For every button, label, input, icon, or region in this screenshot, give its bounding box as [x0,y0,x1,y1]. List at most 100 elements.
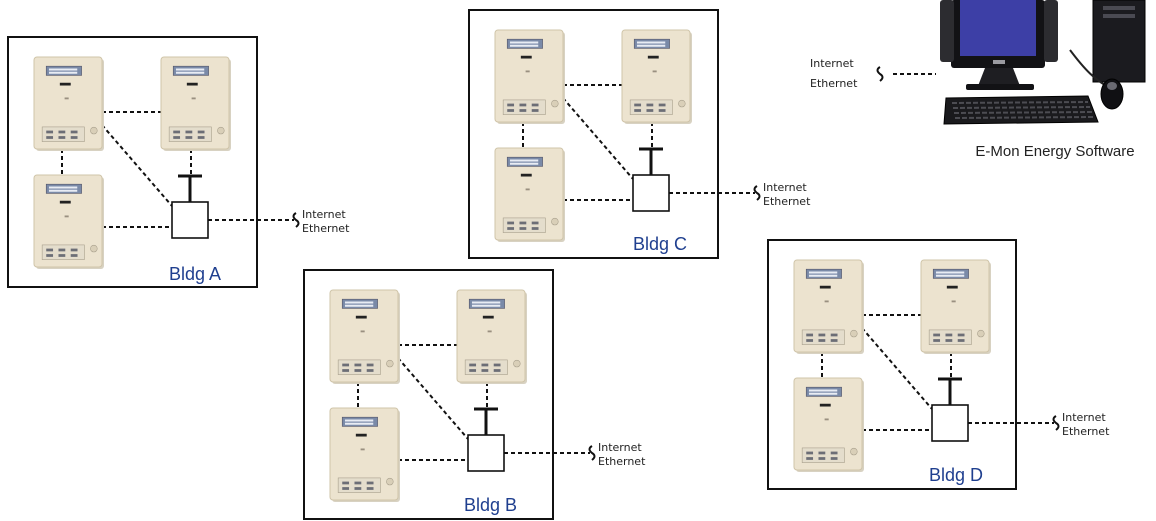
meter-terminal [933,339,941,342]
meter-terminal [354,487,362,490]
meter-knob [551,217,559,226]
meter-terminal [806,451,814,455]
meter-terminal [58,136,66,139]
meter-terminal [957,333,965,337]
link-label-top: Internet [598,441,642,454]
computer-tower [1092,0,1146,83]
dashed-connection [562,97,634,180]
meter-terminal [366,487,374,490]
meter-knob [386,359,394,368]
meter-mark [824,418,829,421]
building-frame [303,269,554,520]
gateway-box-icon [632,147,670,212]
meter-terminal [818,333,826,337]
meter-terminal [519,103,527,107]
meter-slot [355,433,367,437]
meter-knob [90,126,98,135]
meter-slot [186,82,198,86]
meter-display-text [344,301,374,304]
meter-body [793,377,863,471]
link-label-bottom: Ethernet [598,455,646,468]
meter-terminal [806,339,814,342]
building-label: Bldg C [633,234,687,254]
meter-terminal [519,221,527,225]
meter-terminal [70,130,78,134]
monitor-speaker-left [940,0,954,62]
meter-knob [90,244,98,253]
meter-mark [487,330,492,333]
meter-display [468,298,505,309]
meter-display [932,268,969,279]
meter-terminal [185,130,193,134]
meter-slot [482,315,494,319]
meter-display-text [808,271,838,274]
meter-terminal-panel [41,244,85,260]
meter-display [805,268,842,279]
energy-meter-icon [920,259,991,354]
meter-display [45,183,82,194]
meter-display [341,298,378,309]
meter-display-text [509,41,539,44]
meter-terminal [354,369,362,372]
meter-terminal [818,451,826,455]
meter-terminal [46,248,54,252]
meter-display-text [344,304,374,307]
meter-slot [819,285,831,289]
meter-terminal-panel [928,329,972,345]
mouse [1100,78,1124,110]
meter-knob [678,99,686,108]
meter-knob [386,477,394,486]
meter-body [494,147,564,241]
meter-display-text [636,44,666,47]
meter-slot [355,315,367,319]
meter-terminal [933,333,941,337]
energy-meter-icon [329,289,400,384]
meter-terminal-panel [801,329,845,345]
meter-display-text [509,162,539,165]
meter-terminal-panel [168,126,212,142]
building-frame [7,36,258,288]
meter-body [920,259,990,353]
meter-terminal [818,457,826,460]
desktop-computer-icon [940,0,1146,125]
meter-body [160,56,230,150]
gateway-box-icon [171,174,209,239]
meter-terminal [531,109,539,112]
meter-terminal [366,369,374,372]
meter-display-text [808,389,838,392]
meter-display-text [636,41,666,44]
meter-terminal [173,130,181,134]
squiggle-link-icon [292,212,300,228]
meter-display-text [175,71,205,74]
meter-mark [64,97,69,100]
meter-display-text [344,422,374,425]
meter-body [793,259,863,353]
meter-display-text [935,274,965,277]
meter-terminal [342,481,350,485]
meter-terminal [646,109,654,112]
dashed-connection [397,357,469,440]
meter-display-text [344,419,374,422]
energy-meter-icon [793,377,864,472]
meter-slot [59,82,71,86]
meter-terminal-panel [41,126,85,142]
meter-terminal [658,109,666,112]
tower-drive [1103,14,1135,18]
link-label-bottom: Ethernet [763,195,811,208]
monitor-stand [978,68,1020,86]
gateway-box-icon [931,377,969,442]
meter-terminal-panel [629,99,673,115]
meter-terminal [519,227,527,230]
meter-body [33,56,103,150]
meter-knob [513,359,521,368]
meter-terminal-panel [502,99,546,115]
meter-mark [191,97,196,100]
meter-terminal [354,363,362,367]
meter-body [33,174,103,268]
meter-terminal [46,130,54,134]
